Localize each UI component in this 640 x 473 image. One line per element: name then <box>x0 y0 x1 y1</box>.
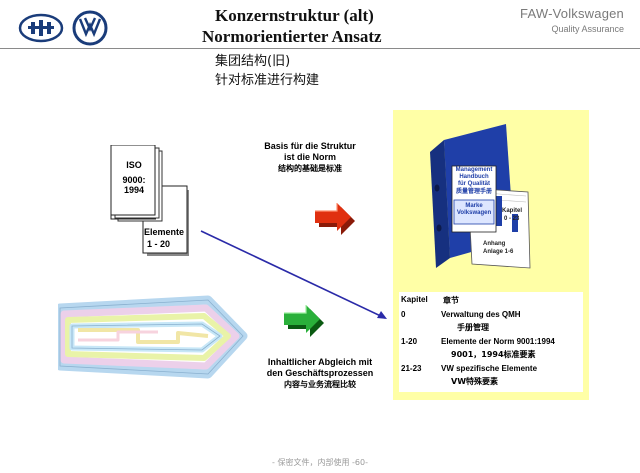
abgleich-label-line1: Inhaltlicher Abgleich mit <box>267 357 373 367</box>
page-title-line1: Konzernstruktur (alt) <box>215 6 374 25</box>
red-arrow-icon <box>313 201 355 237</box>
manual-cover-text: Management Handbuch für Qualität 质量管理手册 <box>452 167 496 195</box>
chapter-header-cn: 章节 <box>443 296 459 305</box>
chapter-row-de: VW spezifische Elemente <box>441 364 538 373</box>
iso-year-value: 1994 <box>123 185 145 195</box>
connector-arrow <box>195 225 400 325</box>
manual-anhang-line1: Anhang <box>483 241 506 247</box>
iso-label: ISO <box>126 160 142 170</box>
chapter-list: Kapitel 章节 0 Verwaltung des QMH 手册管理 1-2… <box>399 292 583 392</box>
abgleich-label-cn: 内容与业务流程比较 <box>284 380 356 389</box>
manual-marke-text: Marke Volkswagen <box>454 203 494 217</box>
chapter-row-num: 21-23 <box>401 364 422 373</box>
chapter-row-num: 1-20 <box>401 337 418 346</box>
header-divider <box>0 48 640 49</box>
brand-name: FAW-Volkswagen <box>520 6 624 21</box>
manual-cover-line3: für Qualität <box>457 181 490 187</box>
chapter-row-cn: 9001，1994标准要素 <box>451 350 536 359</box>
green-arrow-icon <box>282 303 326 339</box>
basis-label-cn: 结构的基础是标准 <box>278 164 342 173</box>
brand-subtitle: Quality Assurance <box>551 24 624 34</box>
volkswagen-logo <box>72 10 108 46</box>
business-process-graphic <box>55 278 248 396</box>
manual-kapitel-line1: Kapitel <box>502 208 523 214</box>
manual-cover-line4: 质量管理手册 <box>455 188 492 195</box>
page-title-cn-line2: 针对标准进行构建 <box>215 73 320 88</box>
manual-marke-line2: Volkswagen <box>456 210 492 216</box>
brand-block: FAW-Volkswagen Quality Assurance <box>520 6 624 34</box>
chapter-header-de: Kapitel <box>401 295 428 304</box>
basis-label-line2: ist die Norm <box>283 152 336 162</box>
elemente-label: Elemente <box>144 227 185 237</box>
manual-kapitel-line2: 0 - 23 <box>504 216 520 222</box>
basis-label-line1: Basis für die Struktur <box>264 141 356 151</box>
qm-binder-graphic <box>428 118 536 278</box>
manual-cover-line1: Management <box>455 167 493 173</box>
footer-confidential: - 保密文件，内部使用 -60- <box>272 458 368 467</box>
manual-anhang-text: Anhang Anlage 1-6 <box>483 240 513 256</box>
chapter-row-de: Elemente der Norm 9001:1994 <box>441 337 555 346</box>
manual-kapitel-text: Kapitel 0 - 23 <box>502 207 522 223</box>
chapter-row-cn: 手册管理 <box>457 323 489 332</box>
manual-cover-line2: Handbuch <box>459 174 489 180</box>
page-title-line2: Normorientierter Ansatz <box>202 27 382 46</box>
iso-year-label: 9000: <box>122 175 146 185</box>
manual-marke-line1: Marke <box>465 203 483 209</box>
chapter-row-de: Verwaltung des QMH <box>441 310 521 319</box>
elemente-range: 1 - 20 <box>147 239 171 249</box>
page-title-cn-line1: 集团结构(旧) <box>215 54 291 69</box>
abgleich-label-line2: den Geschäftsprozessen <box>266 368 374 378</box>
manual-anhang-line2: Anlage 1-6 <box>483 249 514 255</box>
faw-logo <box>18 13 64 43</box>
chapter-row-cn: VW特殊要素 <box>451 377 499 386</box>
iso-document-stack <box>108 144 190 257</box>
chapter-row-num: 0 <box>401 310 406 319</box>
